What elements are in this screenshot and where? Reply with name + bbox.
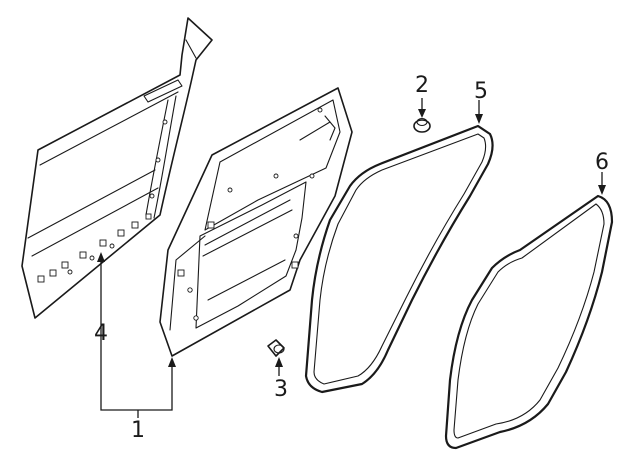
door-frame: [159, 87, 353, 357]
callout-4: 4: [94, 321, 108, 346]
callout-6: 6: [595, 150, 609, 175]
callout-2: 2: [415, 73, 429, 98]
plug-clip: [413, 117, 431, 133]
arrow-4: [97, 252, 105, 262]
arrow-6: [598, 185, 606, 195]
arrow-1: [168, 357, 176, 367]
weatherstrip-6: [444, 194, 614, 450]
outer-door-panel: [21, 17, 213, 319]
callout-5: 5: [474, 79, 488, 104]
bracket-leader-1: [100, 262, 173, 411]
arrow-5: [475, 114, 483, 124]
callout-1: 1: [131, 418, 145, 443]
bumper-stopper: [267, 339, 285, 357]
callout-3: 3: [274, 377, 288, 402]
arrow-3: [275, 357, 283, 367]
leader-lines: [97, 98, 606, 418]
arrow-2: [418, 109, 426, 118]
weatherstrip-5: [304, 124, 494, 394]
